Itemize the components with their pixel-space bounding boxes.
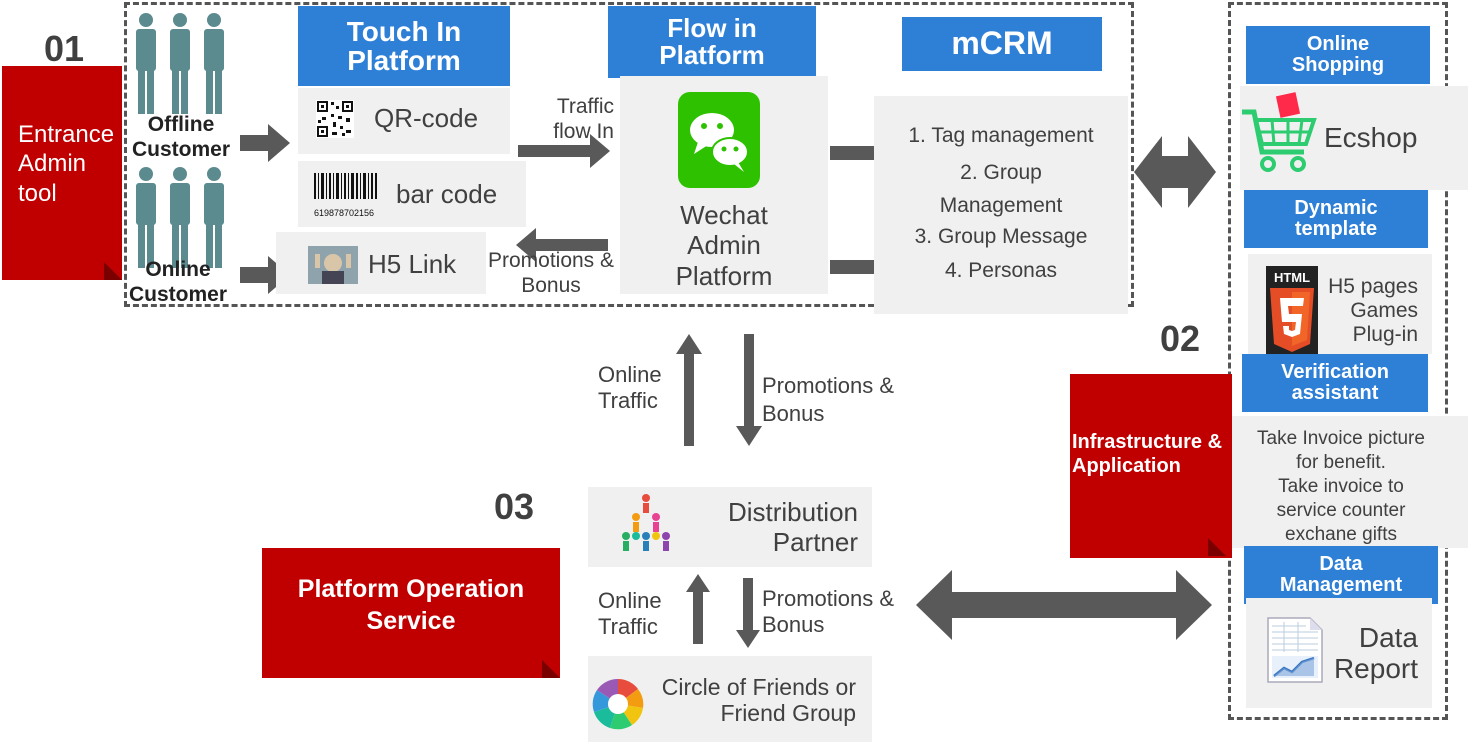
distribution-partner-label: Distribution Partner xyxy=(727,497,858,558)
entrance-fold xyxy=(104,262,122,280)
spreadsheet-chart-icon xyxy=(1267,617,1323,683)
flow-in-platform-header: Flow in Platform xyxy=(608,6,816,78)
section-number-02: 02 xyxy=(1160,318,1201,359)
bar-code-item: 619878702156 bar code xyxy=(298,161,526,227)
distribution-partner-box: Distribution Partner xyxy=(588,487,872,567)
qr-code-label: QR-code xyxy=(374,103,479,133)
verification-desc-line-3: Take invoice to xyxy=(1278,476,1404,497)
platform-operation-service-label: Platform Operation Service xyxy=(297,575,525,635)
online-customer-icon xyxy=(136,167,224,268)
mcrm-header: mCRM xyxy=(902,17,1102,71)
verification-desc-line-1: Take Invoice picture xyxy=(1257,428,1425,449)
plug-in-label: Plug-in xyxy=(1352,323,1418,346)
online-customer-label: Online Customer xyxy=(128,258,228,306)
circle-of-friends-label: Circle of Friends or Friend Group xyxy=(661,674,856,727)
games-label: Games xyxy=(1350,299,1418,322)
touch-in-platform-header: Touch In Platform xyxy=(298,6,510,86)
qr-code-item: QR-code xyxy=(298,88,510,154)
wechat-admin-platform-label: Wechat Admin Platform xyxy=(675,200,773,291)
distribution-people-icon xyxy=(622,494,670,551)
ecshop-label: Ecshop xyxy=(1324,122,1418,153)
mcrm-item-tag-management: 1. Tag management xyxy=(908,124,1094,147)
infrastructure-dashed-container xyxy=(1228,2,1448,720)
section-number-01: 01 xyxy=(44,28,85,69)
verification-desc-line-5: exchane gifts xyxy=(1285,524,1397,545)
circle-of-friends-icon xyxy=(592,678,644,730)
infrastructure-application-box: Infrastructure & Application xyxy=(1070,374,1232,558)
wechat-icon xyxy=(678,92,760,188)
section-number-03: 03 xyxy=(494,486,535,527)
html5-badge-text: HTML xyxy=(1274,270,1310,285)
h5-link-item: H5 Link xyxy=(276,232,486,294)
entrance-admin-tool-label: Entrance Admin tool xyxy=(18,121,115,207)
promotions-down-arrow-top xyxy=(736,334,762,446)
infrastructure-application-label: Infrastructure & Application xyxy=(1072,431,1223,478)
h5-pages-box: HTML H5 pages Games Plug-in xyxy=(1248,254,1432,354)
offline-customer-icon xyxy=(136,13,224,114)
traffic-flow-in-arrow xyxy=(518,134,610,168)
entrance-dashed-container xyxy=(124,2,1134,307)
infrastructure-fold xyxy=(1208,538,1226,556)
online-traffic-up-arrow-bottom xyxy=(686,574,710,644)
online-shopping-header: Online Shopping xyxy=(1246,26,1430,84)
online-traffic-up-arrow-top xyxy=(676,334,702,446)
promotions-bonus-label-top: Promotions & Bonus xyxy=(487,249,615,298)
ecshop-box: Ecshop xyxy=(1240,86,1468,190)
shopping-cart-icon xyxy=(1242,92,1317,172)
data-management-header: Data Management xyxy=(1244,546,1438,604)
verification-desc-line-4: service counter xyxy=(1276,500,1406,521)
promotions-bonus-label-vertical-top: Promotions & Bonus xyxy=(762,373,895,427)
mcrm-item-group-message: 3. Group Message xyxy=(914,225,1088,248)
barcode-icon xyxy=(314,173,377,199)
circle-of-friends-box: Circle of Friends or Friend Group xyxy=(588,656,872,742)
platform-operation-fold xyxy=(542,660,560,678)
verification-desc-line-2: for benefit. xyxy=(1296,452,1386,473)
mcrm-item-personas: 4. Personas xyxy=(944,259,1058,282)
data-report-label: Data Report xyxy=(1333,622,1418,685)
html5-icon: HTML xyxy=(1266,266,1318,354)
offline-customer-arrow xyxy=(240,124,290,162)
mcrm-item-group-management: 2. Group Management xyxy=(939,161,1063,218)
online-traffic-label-top: Online Traffic xyxy=(598,362,662,413)
bar-code-label: bar code xyxy=(396,179,498,209)
promotions-back-arrow xyxy=(516,228,608,262)
offline-customer-label: Offline Customer xyxy=(131,113,231,161)
barcode-number: 619878702156 xyxy=(314,208,375,218)
traffic-flow-in-label: Traffic flow In xyxy=(553,95,614,144)
entrance-admin-tool-box: Entrance Admin tool xyxy=(2,66,122,280)
promotions-bonus-label-vertical-bottom: Promotions & Bonus xyxy=(762,586,895,637)
online-traffic-label-bottom: Online Traffic xyxy=(598,588,662,639)
dynamic-template-header: Dynamic template xyxy=(1244,190,1428,248)
qr-code-icon xyxy=(316,100,354,138)
verification-desc-box: Take Invoice picture for benefit. Take i… xyxy=(1232,416,1468,548)
data-report-box: Data Report xyxy=(1246,598,1432,708)
h5-pages-label: H5 pages xyxy=(1328,275,1418,298)
mcrm-list-box: 1. Tag management 2. Group Management 3.… xyxy=(874,96,1128,314)
verification-assistant-header: Verification assistant xyxy=(1242,354,1428,412)
platform-operation-service-box: Platform Operation Service xyxy=(262,548,560,678)
h5-link-label: H5 Link xyxy=(368,249,457,279)
mcrm-to-infrastructure-double-arrow xyxy=(1134,136,1216,208)
promotions-down-arrow-bottom xyxy=(736,578,760,648)
wechat-admin-platform-box: Wechat Admin Platform xyxy=(620,76,828,294)
h5-link-thumbnail-icon xyxy=(308,246,358,284)
operation-to-data-double-arrow xyxy=(916,570,1212,640)
